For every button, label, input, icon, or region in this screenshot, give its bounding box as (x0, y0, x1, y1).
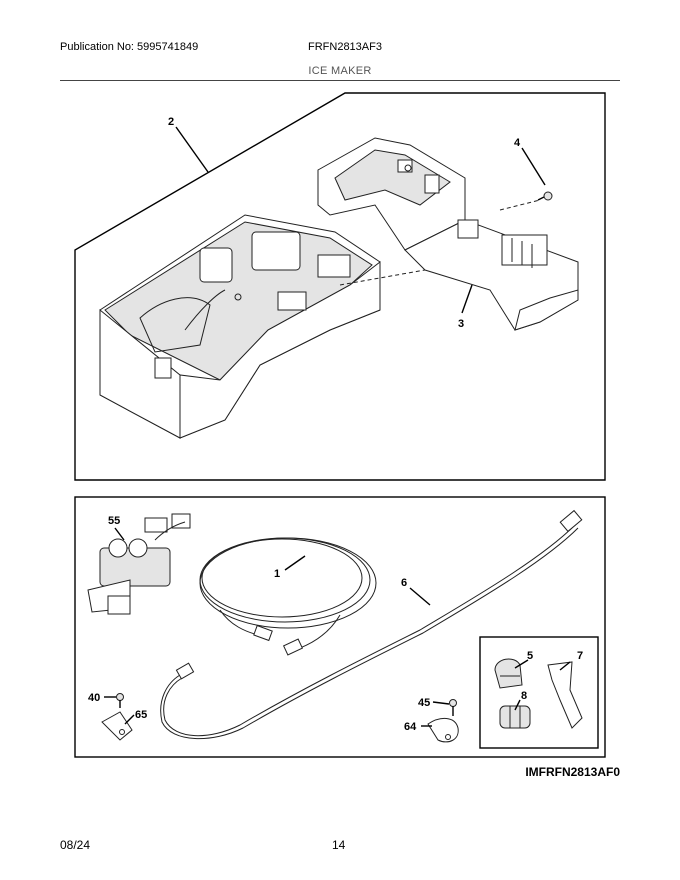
clamp-part-64 (427, 718, 459, 743)
screw-part-40 (116, 693, 124, 708)
callout-40: 40 (88, 692, 100, 704)
callout-64: 64 (404, 721, 417, 733)
header-rule (60, 80, 620, 81)
clip-part-5 (494, 658, 523, 689)
ice-maker-bracket (317, 137, 579, 331)
clamp-part-65 (101, 711, 133, 741)
callout-2: 2 (168, 116, 174, 128)
screw-part-4 (537, 191, 553, 201)
model-number: FRFN2813AF3 (308, 41, 382, 53)
footer-date: 08/24 (60, 838, 91, 852)
water-tube-coil (199, 537, 377, 656)
callout-45: 45 (418, 697, 430, 709)
callout-1: 1 (274, 568, 280, 580)
drawing-code: IMFRFN2813AF0 (525, 765, 620, 779)
fitting-part-8 (499, 705, 531, 729)
upper-panel-frame (74, 92, 606, 481)
callout-7: 7 (577, 650, 583, 662)
subparts-frame (479, 636, 599, 749)
callout-6: 6 (401, 577, 407, 589)
screw-part-45 (449, 699, 457, 716)
callout-55: 55 (108, 515, 120, 527)
ice-maker-housing (99, 214, 381, 439)
publication-number: Publication No: 5995741849 (60, 41, 199, 53)
callout-65: 65 (135, 709, 147, 721)
section-title: ICE MAKER (308, 65, 372, 77)
callout-5: 5 (527, 650, 533, 662)
callout-3: 3 (458, 318, 464, 330)
callout-8: 8 (521, 690, 527, 702)
callout-4: 4 (514, 137, 521, 149)
water-valve (87, 513, 191, 615)
page-number: 14 (332, 838, 346, 852)
lower-panel-frame (74, 496, 606, 758)
fill-tube-harness (160, 509, 583, 739)
bracket-part-7 (547, 661, 583, 729)
